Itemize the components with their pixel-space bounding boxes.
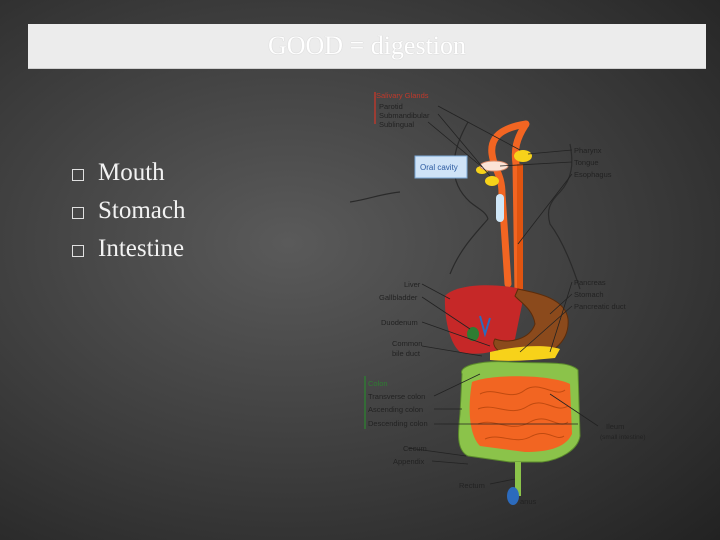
pharynx-label: Pharynx bbox=[574, 146, 602, 155]
tongue-shape bbox=[479, 160, 509, 172]
bullet-text: Intestine bbox=[98, 235, 185, 262]
common-bile-duct-label-1: Common bbox=[392, 339, 422, 348]
submandibular-gland bbox=[485, 176, 499, 186]
checkbox-bullet-icon bbox=[72, 245, 84, 257]
pancreatic-duct-label: Pancreatic duct bbox=[574, 302, 627, 311]
small-intestine-shape bbox=[469, 376, 572, 452]
parotid-label: Parotid bbox=[379, 102, 403, 111]
anus-label: anus bbox=[520, 497, 537, 506]
bullet-item: Mouth bbox=[72, 154, 186, 192]
pancreas-label: Pancreas bbox=[574, 278, 606, 287]
slide-title-bar: GOOD = digestion bbox=[28, 24, 706, 69]
bullet-item: Stomach bbox=[72, 192, 186, 230]
oral-cavity-label: Oral cavity bbox=[420, 163, 458, 172]
pharynx-shape bbox=[488, 120, 530, 288]
esophagus-shape bbox=[511, 122, 529, 295]
leader-lines bbox=[407, 105, 599, 485]
rectum-label: Rectum bbox=[459, 481, 485, 490]
ileum-sub-label: (small intestine) bbox=[600, 434, 646, 441]
ascending-colon-label: Ascending colon bbox=[368, 405, 423, 414]
anus-shape bbox=[507, 487, 519, 505]
liver-shape bbox=[444, 285, 525, 354]
cecum-label: Cecum bbox=[403, 444, 427, 453]
bullet-text: Stomach bbox=[98, 197, 186, 224]
submandibular-label: Submandibular bbox=[379, 111, 430, 120]
tongue-label: Tongue bbox=[574, 158, 599, 167]
bullet-text: Mouth bbox=[98, 159, 165, 186]
checkbox-bullet-icon bbox=[72, 169, 84, 181]
descending-colon-label: Descending colon bbox=[368, 419, 428, 428]
parotid-gland bbox=[514, 150, 532, 162]
pancreas-shape bbox=[490, 346, 560, 361]
slide-title: GOOD = digestion bbox=[267, 31, 467, 60]
esophagus-label: Esophagus bbox=[574, 170, 612, 179]
digestive-system-svg: Oral cavity bbox=[349, 91, 646, 506]
stomach-label: Stomach bbox=[574, 290, 604, 299]
bile-duct-shape bbox=[479, 315, 491, 338]
bullet-item: Intestine bbox=[72, 230, 186, 268]
duodenum-label: Duodenum bbox=[381, 318, 418, 327]
digestive-system-diagram: Oral cavity bbox=[349, 84, 670, 514]
sublingual-label: Sublingual bbox=[379, 120, 414, 129]
gallbladder-label: Gallbladder bbox=[379, 293, 418, 302]
liver-label: Liver bbox=[404, 280, 421, 289]
transverse-colon-label: Transverse colon bbox=[368, 392, 425, 401]
ileum-label: Ileum bbox=[606, 422, 624, 431]
body-outline bbox=[349, 121, 581, 290]
common-bile-duct-label-2: bile duct bbox=[392, 349, 421, 358]
checkbox-bullet-icon bbox=[72, 207, 84, 219]
bullet-list: Mouth Stomach Intestine bbox=[72, 154, 186, 268]
gallbladder-shape bbox=[467, 327, 479, 341]
salivary-heading: Salivary Glands bbox=[376, 91, 429, 100]
oral-cavity-label-box bbox=[414, 155, 468, 179]
intestine-coil-lines bbox=[477, 386, 569, 441]
trachea-shape bbox=[496, 194, 504, 222]
appendix-label: Appendix bbox=[393, 457, 425, 466]
colon-heading: Colon bbox=[368, 379, 388, 388]
